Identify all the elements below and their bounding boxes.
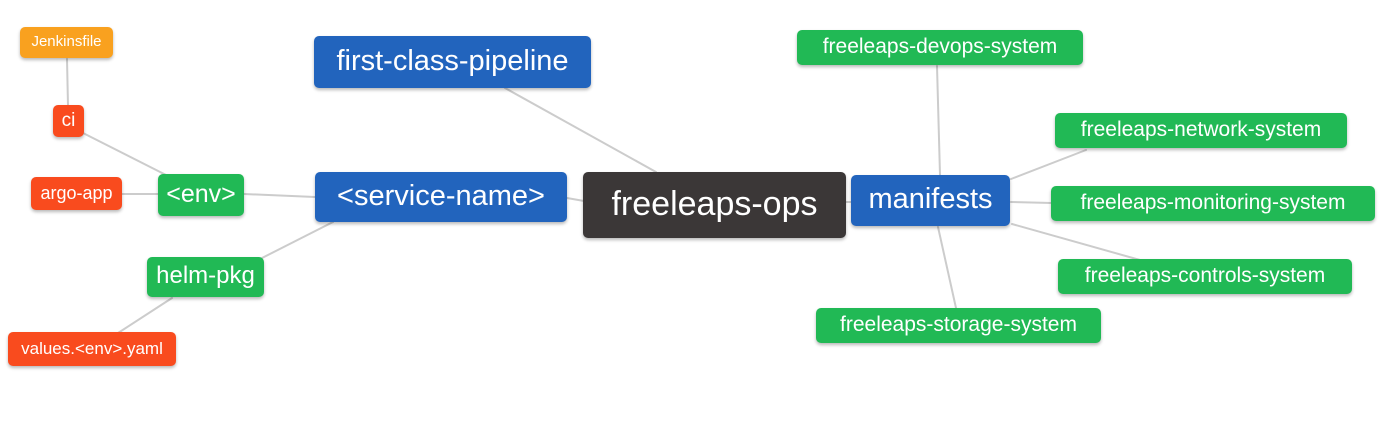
edge-manifests-devops xyxy=(936,65,941,176)
node-argo-app[interactable]: argo-app xyxy=(31,177,122,210)
edge-pipeline-root xyxy=(504,87,657,173)
edge-values-helm-pkg xyxy=(117,297,173,334)
node-ci[interactable]: ci xyxy=(53,105,84,137)
edge-manifests-network xyxy=(1010,149,1087,180)
node-monitoring-system[interactable]: freeleaps-monitoring-system xyxy=(1051,186,1375,221)
node-manifests[interactable]: manifests xyxy=(851,175,1010,226)
edge-manifests-monitoring xyxy=(1010,201,1053,204)
edge-env-service-name xyxy=(243,193,316,198)
node-helm-pkg[interactable]: helm-pkg xyxy=(147,257,264,297)
node-freeleaps-ops-root[interactable]: freeleaps-ops xyxy=(583,172,846,238)
edge-ci-env xyxy=(82,132,171,178)
node-jenkinsfile[interactable]: Jenkinsfile xyxy=(20,27,113,58)
node-env[interactable]: <env> xyxy=(158,174,244,216)
node-devops-system[interactable]: freeleaps-devops-system xyxy=(797,30,1083,65)
edge-jenkinsfile-ci xyxy=(66,58,69,107)
node-first-class-pipeline[interactable]: first-class-pipeline xyxy=(314,36,591,88)
node-network-system[interactable]: freeleaps-network-system xyxy=(1055,113,1347,148)
node-controls-system[interactable]: freeleaps-controls-system xyxy=(1058,259,1352,294)
edge-manifests-storage xyxy=(937,226,957,309)
node-storage-system[interactable]: freeleaps-storage-system xyxy=(816,308,1101,343)
edge-service-name-root xyxy=(566,197,585,202)
edge-helm-pkg-service-name xyxy=(261,221,334,259)
node-service-name[interactable]: <service-name> xyxy=(315,172,567,222)
node-values-env-yaml[interactable]: values.<env>.yaml xyxy=(8,332,176,366)
edge-manifests-controls xyxy=(1011,223,1141,261)
